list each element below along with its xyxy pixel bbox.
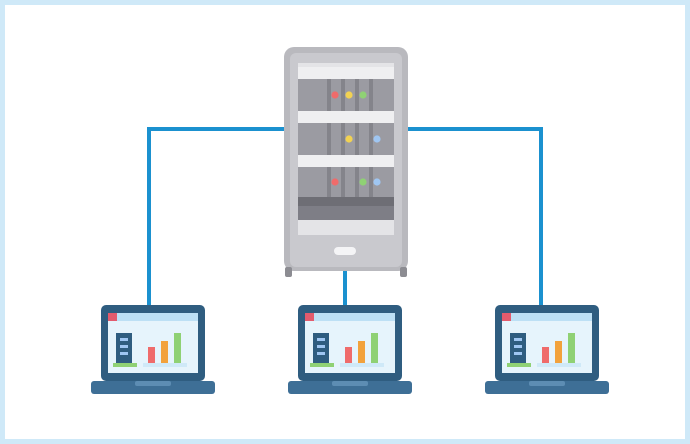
edge-server-laptop-left [147,127,287,305]
laptop-center-icon [288,305,412,394]
connector-lines [147,127,543,305]
server-status-leds [331,91,381,186]
laptop-right-icon [485,305,609,394]
server-rack-icon [284,47,408,277]
edge-server-laptop-right [403,127,543,305]
laptop-left-icon [91,305,215,394]
network-diagram [91,47,609,394]
